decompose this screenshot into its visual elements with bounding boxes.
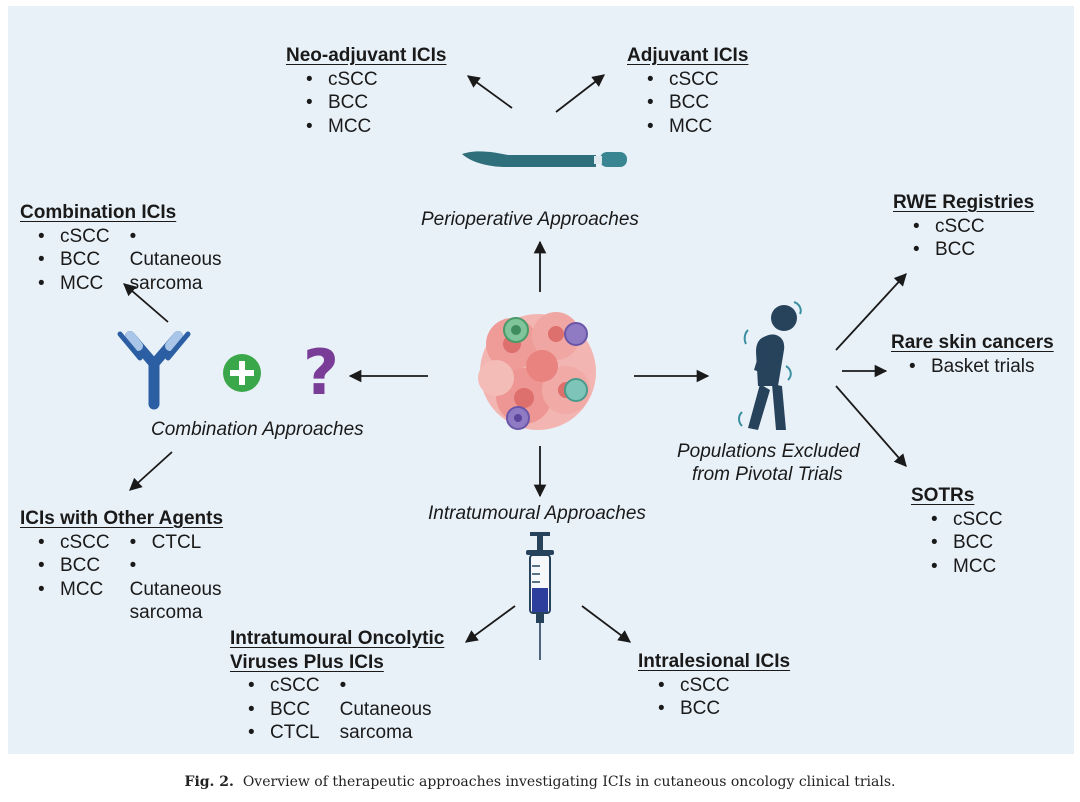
scalpel-icon (462, 151, 627, 167)
list-item: cSCC (38, 225, 110, 249)
neo-adjuvant-box: Neo-adjuvant ICIs cSCC BCC MCC (286, 44, 446, 138)
rare-title: Rare skin cancers (891, 332, 1054, 353)
arrow-to-rwe (835, 273, 907, 351)
list-item: cSCC (913, 215, 1034, 239)
list-item: BCC (248, 698, 320, 722)
perioperative-label: Perioperative Approaches (421, 209, 639, 230)
list-item: Basket trials (909, 355, 1054, 379)
list-item: BCC (913, 238, 1034, 262)
list-item: cSCC (658, 674, 790, 698)
list-item: Cutaneous sarcoma (130, 554, 242, 625)
arrows (123, 74, 907, 643)
arrow-to-oncolytic (464, 605, 516, 643)
arrow-to-other-agents (129, 451, 173, 491)
caption-text: Overview of therapeutic approaches inves… (242, 774, 896, 790)
intratumoural-label: Intratumoural Approaches (428, 503, 646, 524)
list-item: BCC (647, 91, 748, 115)
person-icon (738, 301, 802, 430)
combination-label: Combination Approaches (151, 419, 364, 440)
list-item: BCC (306, 91, 446, 115)
list-item: CTCL (248, 721, 320, 745)
sotrs-title: SOTRs (911, 485, 975, 506)
list-item: MCC (38, 578, 110, 602)
question-icon: ? (303, 336, 339, 409)
list-item: cSCC (306, 68, 446, 92)
syringe-icon (526, 532, 554, 660)
list-item: CTCL (130, 531, 242, 555)
tumour-icon (478, 312, 596, 430)
rare-box: Rare skin cancers Basket trials (891, 331, 1054, 378)
list-item: cSCC (647, 68, 748, 92)
excluded-label-line1: Populations Excluded (677, 441, 860, 462)
intralesional-box: Intralesional ICIs cSCC BCC (638, 650, 790, 721)
list-item: cSCC (38, 531, 110, 555)
list-item: MCC (647, 115, 748, 139)
arrow-to-neo-adjuvant (466, 75, 513, 109)
adjuvant-title: Adjuvant ICIs (627, 45, 749, 66)
figure-caption: Fig. 2. Overview of therapeutic approach… (0, 774, 1080, 790)
adjuvant-box: Adjuvant ICIs cSCC BCC MCC (627, 44, 748, 138)
list-item: BCC (931, 531, 1003, 555)
list-item: cSCC (931, 508, 1003, 532)
antibody-icon (117, 331, 191, 410)
other-agents-box: ICIs with Other Agents cSCC BCC MCC CTCL… (20, 507, 242, 625)
other-agents-title: ICIs with Other Agents (20, 508, 224, 529)
list-item: BCC (658, 697, 790, 721)
caption-label: Fig. 2. (184, 774, 234, 790)
list-item: MCC (306, 115, 446, 139)
combination-icis-box: Combination ICIs cSCC BCC MCC Cutaneous … (20, 201, 242, 295)
list-item: MCC (931, 555, 1003, 579)
list-item: BCC (38, 554, 110, 578)
sotrs-box: SOTRs cSCC BCC MCC (911, 484, 1003, 578)
list-item: BCC (38, 248, 110, 272)
neo-adjuvant-title: Neo-adjuvant ICIs (286, 45, 447, 66)
oncolytic-title-line1: Intratumoural Oncolytic (230, 628, 445, 649)
arrow-to-sotrs (835, 385, 907, 467)
arrow-to-intralesional (581, 605, 632, 643)
arrow-to-adjuvant (555, 74, 605, 113)
intralesional-title: Intralesional ICIs (638, 651, 791, 672)
list-item: cSCC (248, 674, 320, 698)
list-item: Cutaneous sarcoma (340, 674, 452, 745)
list-item: Cutaneous sarcoma (130, 225, 242, 296)
combination-icis-title: Combination ICIs (20, 202, 177, 223)
plus-icon (223, 354, 261, 392)
rwe-box: RWE Registries cSCC BCC (893, 191, 1034, 262)
list-item: MCC (38, 272, 110, 296)
oncolytic-box: Intratumoural Oncolytic Viruses Plus ICI… (230, 627, 452, 745)
excluded-label-line2: from Pivotal Trials (692, 464, 843, 485)
oncolytic-title-line2: Viruses Plus ICIs (230, 651, 384, 673)
rwe-title: RWE Registries (893, 192, 1035, 213)
